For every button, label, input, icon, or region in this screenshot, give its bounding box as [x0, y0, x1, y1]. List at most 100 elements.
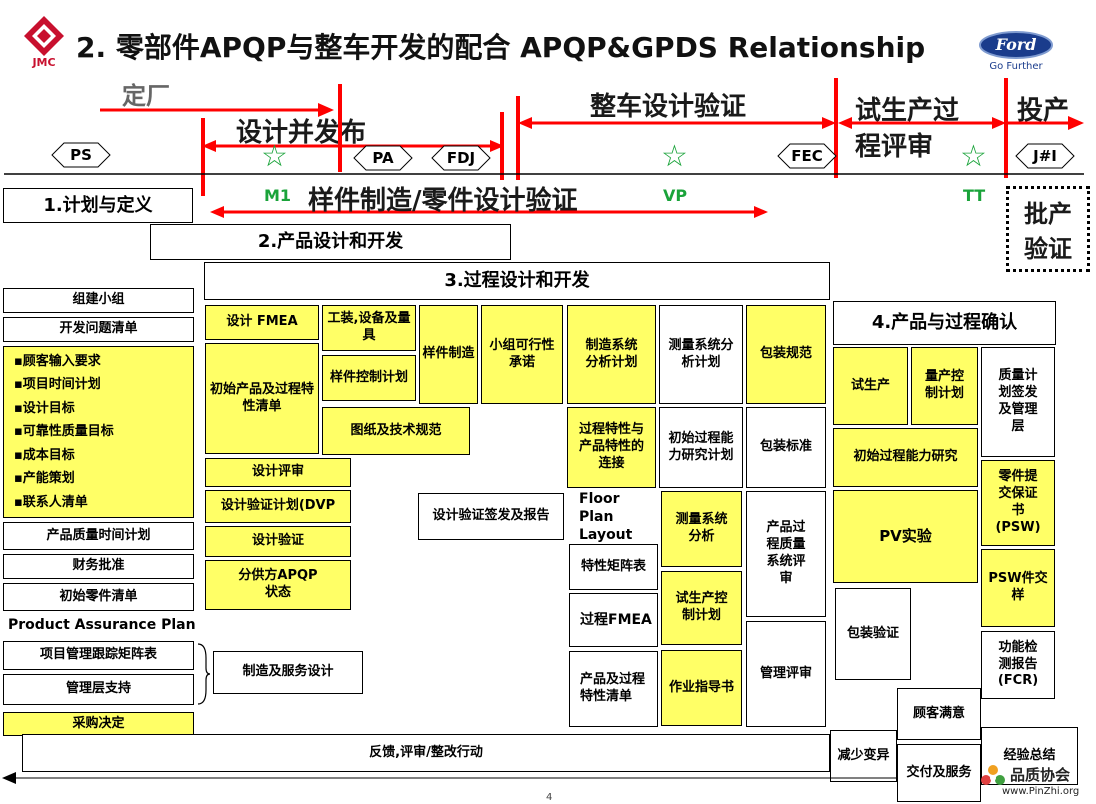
milestone-pa: PA [352, 145, 414, 171]
input-item: ▪成本目标 [14, 447, 75, 463]
star-m1-icon: ☆ [261, 139, 288, 174]
phase-3-box: 3.过程设计和开发 [204, 262, 830, 300]
lessons-learned-box: 经验总结 [981, 727, 1078, 785]
phase-2-box: 2.产品设计和开发 [150, 224, 511, 260]
supplier-apqp-box: 分供方APQP 状态 [205, 560, 351, 610]
star-tt-icon: ☆ [960, 139, 987, 174]
watermark-url: www.PinZhi.org [1002, 786, 1080, 797]
packaging-std-box: 包装标准 [746, 407, 826, 488]
work-instructions-box: 作业指导书 [661, 650, 742, 726]
design-verification-box: 设计验证 [205, 526, 351, 557]
prelaunch-control-box: 试生产控制计划 [661, 571, 742, 645]
design-review-box: 设计评审 [205, 458, 351, 487]
star-m1-label: M1 [264, 186, 292, 205]
product-assurance-plan-label: Product Assurance Plan [8, 617, 196, 633]
tooling-box: 工装,设备及量具 [322, 305, 416, 351]
phase-4-box: 4.产品与过程确认 [833, 301, 1056, 345]
timeline-axis [4, 173, 1084, 175]
ford-oval-icon [979, 31, 1053, 59]
ford-logo-text: Ford [995, 35, 1037, 54]
input-item: ▪顾客输入要求 [14, 353, 101, 369]
tracking-matrix-box: 项目管理跟踪矩阵表 [3, 641, 194, 670]
ding-chang-arrow [100, 103, 334, 117]
initial-parts-list-box: 初始零件清单 [3, 583, 194, 611]
mgmt-support-box: 管理层支持 [3, 674, 194, 705]
star-tt-label: TT [963, 186, 986, 205]
quality-plan-box: 质量计划签发及管理层 [981, 347, 1055, 457]
production-label: 投产 [1017, 96, 1070, 126]
feasibility-box: 小组可行性承诺 [481, 305, 563, 404]
design-signoff-box: 设计验证签发及报告 [418, 493, 564, 540]
psw-box: 零件提交保证书(PSW) [981, 460, 1055, 546]
sample-mfg-box: 样件制造 [419, 305, 478, 404]
ford-logo: Ford Go Further [978, 30, 1054, 74]
packaging-validation-box: 包装验证 [835, 588, 911, 680]
trial-review-arrow [838, 117, 1006, 129]
char-link-box: 过程特性与产品特性的连接 [567, 407, 656, 488]
initial-capability-plan-box: 初始过程能力研究计划 [659, 407, 743, 488]
input-item: ▪产能策划 [14, 471, 75, 487]
mgmt-review-box: 管理评审 [746, 621, 826, 727]
sourcing-decision-box: 采购决定 [3, 712, 194, 736]
issues-list-box: 开发问题清单 [3, 317, 194, 342]
red-divider-5 [834, 78, 838, 178]
initial-capability-box: 初始过程能力研究 [833, 428, 978, 487]
dvp-box: 设计验证计划(DVP [205, 490, 351, 523]
red-divider-4 [516, 96, 520, 180]
quality-timing-box: 产品质量时间计划 [3, 522, 194, 550]
vehicle-validation-label: 整车设计验证 [590, 92, 747, 122]
quality-system-review-box: 产品过程质量系统评审 [746, 491, 826, 617]
trial-review-label-line2: 程评审 [855, 132, 934, 162]
input-item: ▪项目时间计划 [14, 377, 101, 393]
batch-validation-line2: 验证 [1024, 235, 1072, 263]
ford-tagline: Go Further [989, 61, 1043, 72]
phase-1-box: 1.计划与定义 [3, 188, 193, 223]
mfg-flow-box: 制造系统分析计划 [567, 305, 656, 404]
red-divider-1 [338, 84, 342, 172]
input-item: ▪可靠性质量目标 [14, 424, 114, 440]
form-team-box: 组建小组 [3, 288, 194, 313]
msa-plan-box: 测量系统分析计划 [659, 305, 743, 404]
char-list-box: 产品及过程特性清单 [569, 651, 658, 727]
ding-chang-label: 定厂 [122, 82, 170, 110]
milestone-fec: FEC [776, 143, 838, 169]
feedback-box: 反馈,评审/整改行动 [22, 734, 830, 772]
char-matrix-box: 特性矩阵表 [569, 544, 658, 590]
input-item: ▪设计目标 [14, 400, 75, 416]
inputs-box: ▪顾客输入要求 ▪项目时间计划 ▪设计目标 ▪可靠性质量目标 ▪成本目标 ▪产能… [3, 346, 194, 518]
jmc-logo-icon [24, 16, 64, 56]
sample-control-plan-box: 样件控制计划 [322, 355, 416, 401]
sample-validation-arrow [210, 206, 768, 218]
design-release-label: 设计并发布 [236, 118, 367, 148]
mfg-service-design-box: 制造及服务设计 [213, 651, 363, 694]
finance-approval-box: 财务批准 [3, 554, 194, 579]
star-vp-icon: ☆ [661, 139, 688, 174]
watermark: 品质协会 www.PinZhi.org [980, 762, 1092, 802]
milestone-fdj: FDJ [430, 145, 492, 171]
red-divider-2 [201, 118, 205, 196]
milestone-ji: J#I [1014, 143, 1076, 169]
design-fmea-box: 设计 FMEA [205, 305, 319, 340]
delivery-service-box: 交付及服务 [897, 744, 981, 802]
batch-validation-line1: 批产 [1024, 200, 1072, 228]
psw-sample-box: PSW件交样 [981, 549, 1055, 627]
jmc-logo-text: JMC [32, 56, 56, 69]
sample-validation-label: 样件制造/零件设计验证 [308, 186, 578, 216]
batch-validation-box: 批产 验证 [1006, 186, 1090, 272]
watermark-flower-icon [981, 765, 1005, 785]
red-divider-6 [1004, 78, 1008, 178]
initial-characteristics-box: 初始产品及过程特性清单 [205, 343, 319, 454]
trial-review-label-line1: 试生产过 [855, 96, 960, 126]
inputs-list: ▪顾客输入要求 ▪项目时间计划 ▪设计目标 ▪可靠性质量目标 ▪成本目标 ▪产能… [14, 350, 114, 515]
milestone-ps: PS [50, 142, 112, 168]
pfmea-box: 过程FMEA [569, 593, 658, 647]
vehicle-validation-arrow [518, 117, 836, 129]
jmc-logo: JMC [22, 14, 66, 72]
page-number: 4 [546, 792, 553, 803]
msa-box: 测量系统分析 [661, 491, 742, 567]
production-arrow [1008, 116, 1084, 130]
customer-satisfaction-box: 顾客满意 [897, 688, 981, 740]
pv-test-box: PV实验 [833, 490, 978, 583]
trial-run-box: 试生产 [833, 347, 908, 425]
brace-icon [197, 643, 211, 705]
